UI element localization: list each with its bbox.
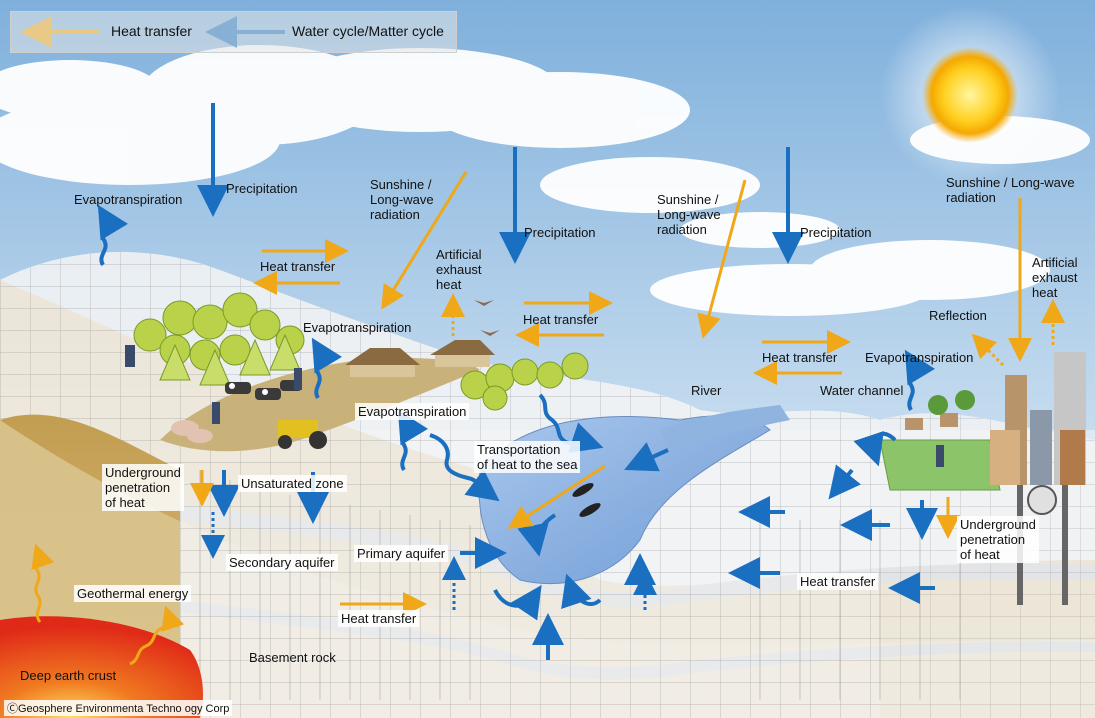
label-evapotranspiration-2: Evapotranspiration [303,320,412,335]
tractor [278,420,327,449]
birds [474,300,500,336]
water-arrows [197,103,938,660]
label-unsaturated-zone: Unsaturated zone [238,475,347,492]
label-precipitation-3: Precipitation [800,225,872,240]
forest-left [133,292,305,386]
city-buildings [990,352,1086,485]
label-evapotranspiration-4: Evapotranspiration [355,403,470,420]
label-water-channel: Water channel [820,383,904,398]
farmland [160,358,480,452]
sun [922,47,1018,143]
legend-heat-transfer-label: Heat transfer [111,23,192,39]
cattle [225,380,302,400]
label-geothermal-energy: Geothermal energy [74,585,192,602]
farmers [125,345,944,467]
forest-middle [460,352,589,411]
legend: Heat transfer Water cycle/Matter cycle [10,11,457,53]
label-heat-transfer-1: Heat transfer [260,259,336,274]
farmhouses [345,340,495,377]
label-heat-transfer-2: Heat transfer [523,312,599,327]
label-reflection: Reflection [929,308,987,323]
fish [572,483,601,517]
label-precipitation-1: Precipitation [226,181,298,196]
river-channel [660,405,790,450]
copyright-credit: ⒸGeosphere Environmenta Techno ogy Corp [4,700,233,716]
village-huts [905,390,975,430]
pigs [171,420,213,443]
label-heat-transfer-5: Heat transfer [338,610,420,627]
label-heat-transfer-4: Heat transfer [797,573,879,590]
label-secondary-aquifer: Secondary aquifer [226,554,338,571]
label-river: River [691,383,722,398]
label-deep-earth-crust: Deep earth crust [20,668,117,683]
heat-arrows [190,171,1032,616]
label-precipitation-2: Precipitation [524,225,596,240]
label-primary-aquifer: Primary aquifer [354,545,449,562]
label-basement-rock: Basement rock [249,650,336,665]
label-heat-transfer-3: Heat transfer [762,350,838,365]
label-evapotranspiration-1: Evapotranspiration [74,192,183,207]
legend-water-cycle-label: Water cycle/Matter cycle [292,23,444,39]
label-evapotranspiration-3: Evapotranspiration [865,350,974,365]
